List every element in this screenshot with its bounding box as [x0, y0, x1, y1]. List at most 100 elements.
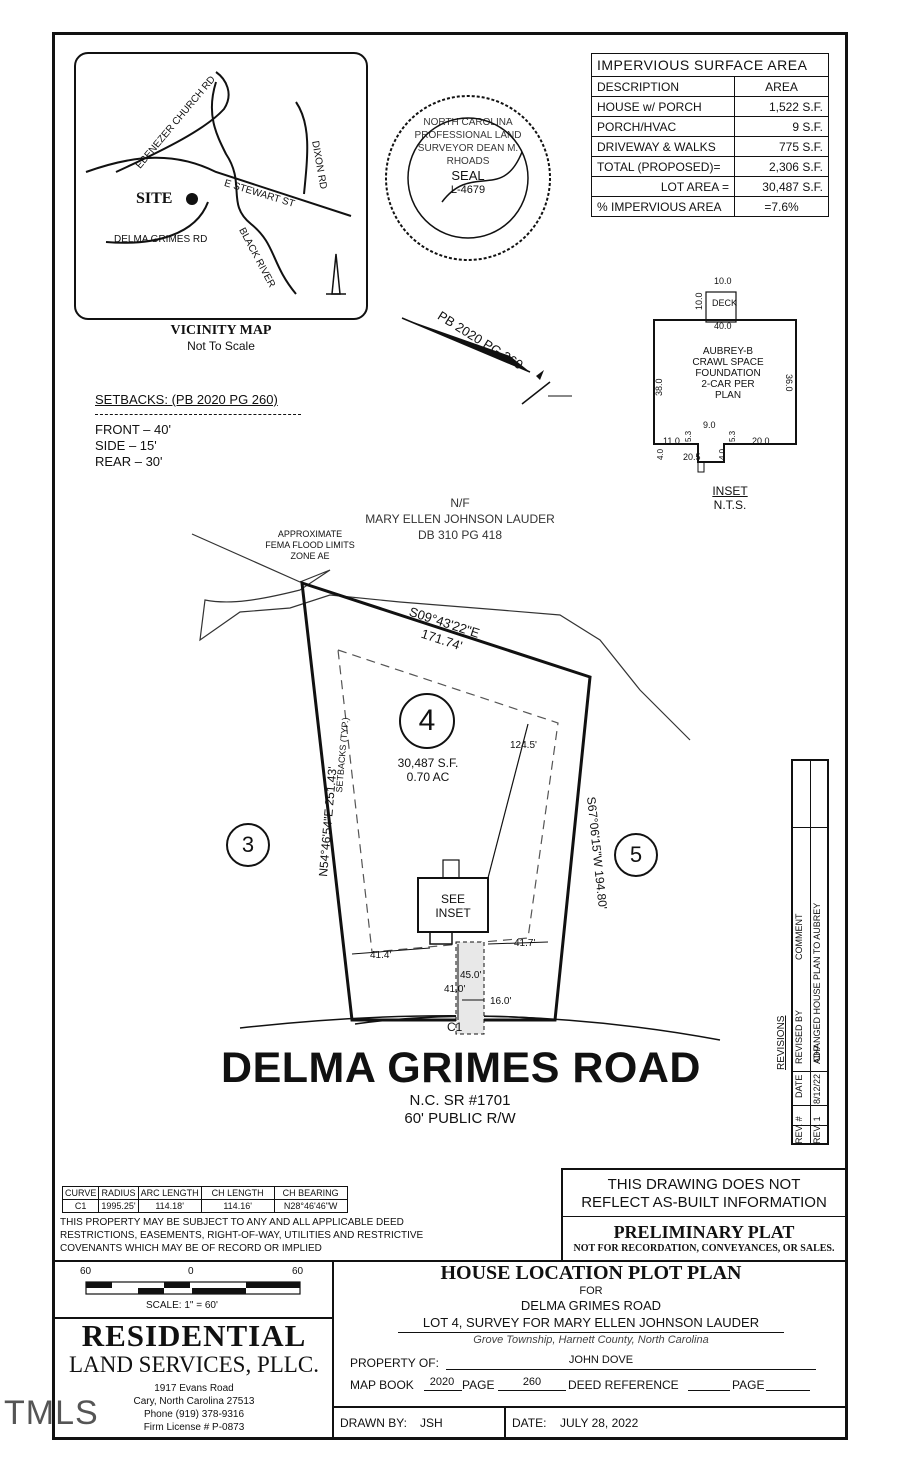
revisions-header-rev: REV. #: [794, 1116, 804, 1144]
scale-right: 60: [292, 1266, 304, 1277]
inset-deck-width: 10.0: [714, 276, 732, 286]
curve-cell: C1: [61, 1199, 100, 1213]
inset-width: 40.0: [714, 321, 732, 331]
see-inset-label: SEE INSET: [435, 892, 471, 920]
mapbook-label: MAP BOOK: [350, 1378, 414, 1392]
curve-cell: N28°46'46"W: [273, 1199, 348, 1213]
plan-road: DELMA GRIMES ROAD: [520, 1298, 662, 1313]
inset-subtitle: N.T.S.: [713, 498, 747, 512]
property-underline: [446, 1369, 816, 1370]
plan-lot: LOT 4, SURVEY FOR MARY ELLEN JOHNSON LAU…: [422, 1315, 760, 1330]
plan-title: HOUSE LOCATION PLOT PLAN: [440, 1262, 742, 1284]
inset-deck-label: DECK: [712, 298, 738, 308]
road-label-delma: DELMA GRIMES RD: [114, 234, 208, 245]
curve-cell: 114.16': [200, 1199, 275, 1213]
drawn-date-divider: [504, 1406, 506, 1440]
inset-dim-9: 9.0: [703, 420, 716, 430]
fema-line-2: FEMA FLOOD LIMITS: [265, 540, 355, 550]
page-label: PAGE: [462, 1378, 495, 1392]
date-value: JULY 28, 2022: [560, 1416, 639, 1430]
scale-bar: [85, 1281, 301, 1295]
drawing-sheet: [52, 32, 848, 1440]
drawn-divider: [332, 1406, 848, 1408]
lot-number-5: 5: [614, 833, 658, 877]
revisions-header-by: REVISED BY: [794, 1009, 804, 1064]
setbacks-divider: [95, 414, 301, 415]
vicinity-map-drawing: [85, 71, 352, 295]
inset-dim-11: 11.0: [663, 436, 680, 446]
inset-title: INSET: [712, 484, 748, 498]
fema-line-3: ZONE AE: [290, 551, 330, 561]
deed-page-label: PAGE: [732, 1378, 765, 1392]
revisions-header-comment: COMMENT: [794, 913, 804, 961]
curve-table: CURVE RADIUS ARC LENGTH CH LENGTH CH BEA…: [61, 1186, 348, 1213]
mapbook-value: 2020: [429, 1376, 455, 1388]
firm-license: Firm License # P-0873: [143, 1422, 245, 1433]
revision-date: 8/12/22: [812, 1073, 822, 1104]
date-label: DATE:: [512, 1416, 547, 1430]
inset-dim-20: 20.0: [752, 436, 770, 446]
deed-label: DEED REFERENCE: [568, 1378, 679, 1392]
revisions-table: [791, 759, 829, 1145]
setback-front: FRONT – 40': [95, 422, 171, 437]
impervious-value: 2,306 S.F.: [734, 156, 829, 177]
lot-area-ac: 0.70 AC: [406, 770, 450, 784]
dim-front-1: 45.0': [460, 970, 482, 981]
tmls-watermark: TMLS: [4, 1394, 99, 1432]
dim-driveway: 16.0': [490, 996, 512, 1007]
dim-rear: 124.5': [510, 740, 537, 751]
revisions-title: REVISIONS: [776, 1015, 787, 1070]
notice-box: [561, 1168, 847, 1260]
lot-number-3: 3: [226, 823, 270, 867]
curve-header: CH LENGTH: [200, 1186, 275, 1200]
curve-header: RADIUS: [98, 1186, 139, 1200]
site-label: SITE: [136, 190, 173, 207]
preliminary-plat: PRELIMINARY PLAT: [613, 1222, 795, 1242]
property-value: JOHN DOVE: [568, 1354, 634, 1366]
lot-area-sf: 30,487 S.F.: [397, 756, 459, 770]
notice-line-1: THIS DRAWING DOES NOT: [607, 1176, 801, 1193]
curve-cell: 114.18': [137, 1199, 202, 1213]
firm-phone: Phone (919) 378-9316: [143, 1409, 245, 1420]
deed-underline: [688, 1390, 730, 1391]
inset-plan: AUBREY-B CRAWL SPACE FOUNDATION 2-CAR PE…: [692, 346, 764, 401]
lot-number-4: 4: [399, 693, 455, 749]
impervious-label: % IMPERVIOUS AREA: [591, 196, 735, 217]
plan-location: Grove Township, Harnett County, North Ca…: [473, 1334, 709, 1346]
neighbor-deed: DB 310 PG 418: [417, 528, 503, 542]
impervious-label: PORCH/HVAC: [591, 116, 735, 137]
plan-lot-underline: [398, 1332, 784, 1333]
impervious-label: TOTAL (PROPOSED)=: [591, 156, 735, 177]
scale-mid: 0: [188, 1266, 194, 1277]
drawn-by-value: JSH: [420, 1416, 443, 1430]
road-name: DELMA GRIMES ROAD: [221, 1044, 701, 1092]
impervious-header-area: AREA: [734, 76, 829, 97]
impervious-value: =7.6%: [734, 196, 829, 217]
page-underline: [498, 1390, 566, 1391]
inset-dim-20-5: 20.5: [683, 452, 701, 462]
impervious-surface-table: IMPERVIOUS SURFACE AREA DESCRIPTION AREA…: [591, 53, 829, 217]
title-block-divider: [52, 1260, 848, 1262]
setback-rear: REAR – 30': [95, 454, 163, 469]
revision-rev: REV. 1: [812, 1116, 822, 1144]
dim-front-2: 41.0': [444, 984, 466, 995]
surveyor-seal: NORTH CAROLINA PROFESSIONAL LAND SURVEYO…: [382, 92, 554, 264]
firm-divider: [52, 1317, 332, 1319]
revision-comment: CHANGED HOUSE PLAN TO AUBREY: [812, 902, 822, 1062]
neighbor-nf: N/F: [450, 496, 470, 510]
mapbook-underline: [424, 1390, 462, 1391]
seal-center: SEAL: [451, 168, 485, 183]
vicinity-map: EBENEZER CHURCH RD DIXON RD E STEWART ST…: [74, 52, 368, 320]
impervious-header-description: DESCRIPTION: [591, 76, 735, 97]
drawn-by-label: DRAWN BY:: [340, 1416, 407, 1430]
curve-cell: 1995.25': [98, 1199, 139, 1213]
neighbor-name: MARY ELLEN JOHNSON LAUDER: [365, 512, 555, 526]
plan-for: FOR: [579, 1285, 603, 1297]
title-block-vertical: [332, 1260, 334, 1440]
property-label: PROPERTY OF:: [350, 1356, 439, 1370]
impervious-value: 1,522 S.F.: [734, 96, 829, 117]
notice-line-2: REFLECT AS-BUILT INFORMATION: [581, 1194, 827, 1211]
setback-side: SIDE – 15': [95, 438, 157, 453]
lot-plan-drawing: [191, 533, 721, 1041]
vicinity-map-subtitle: Not To Scale: [187, 339, 255, 353]
